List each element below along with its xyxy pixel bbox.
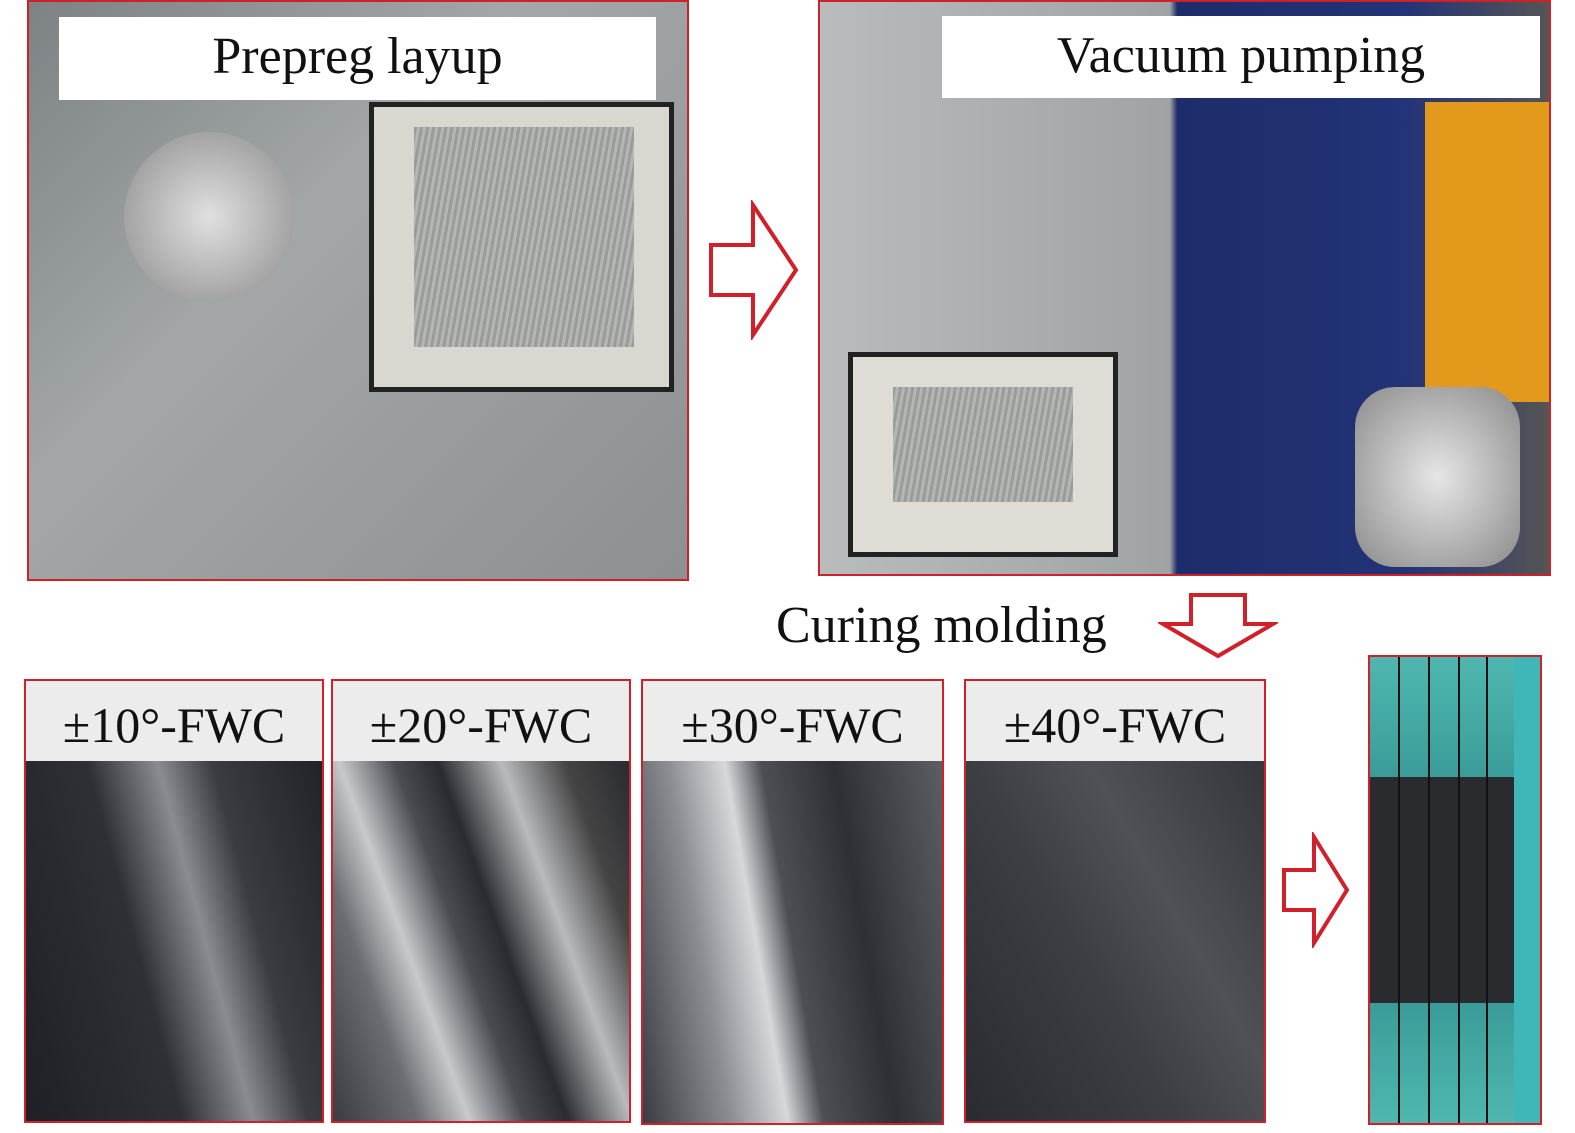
specimen-label: ±20°-FWC (333, 681, 629, 761)
specimen-label: ±40°-FWC (966, 681, 1264, 761)
pressure-pot (124, 132, 294, 302)
specimen-10-photo: ±10°-FWC (24, 679, 324, 1123)
tab-top (1370, 657, 1515, 777)
arrow-down-icon (1158, 593, 1278, 659)
step-label-vacuum: Vacuum pumping (942, 16, 1540, 98)
step-label-curing: Curing molding (776, 597, 1107, 654)
specimen-40-photo: ±40°-FWC (964, 679, 1266, 1123)
vacuum-panel (848, 352, 1118, 557)
cured-specimens-photo (1368, 655, 1542, 1125)
step-label-layup: Prepreg layup (59, 17, 656, 100)
vacuum-pot (1355, 387, 1520, 567)
specimen-label: ±10°-FWC (26, 681, 322, 761)
specimen-30-photo: ±30°-FWC (641, 679, 944, 1125)
layup-panel (369, 102, 674, 392)
ruler (1514, 657, 1540, 1123)
tab-bottom (1370, 1003, 1515, 1123)
specimen-label: ±30°-FWC (643, 681, 942, 761)
specimen-20-photo: ±20°-FWC (331, 679, 631, 1123)
orange-cabinet (1425, 102, 1549, 402)
vacuum-pumping-photo: Vacuum pumping (818, 0, 1551, 576)
arrow-right-icon (709, 200, 799, 340)
prepreg-layup-photo: Prepreg layup (27, 0, 689, 581)
arrow-right-icon (1282, 832, 1350, 948)
